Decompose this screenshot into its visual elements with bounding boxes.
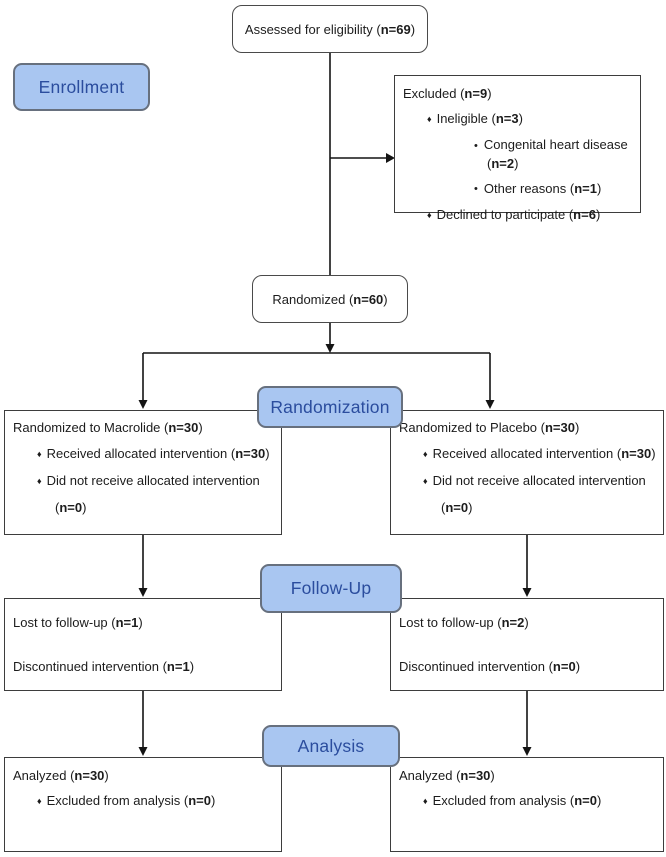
text-line: Randomized to Macrolide (n=30) (13, 420, 203, 435)
arm-placebo-box: Randomized to Placebo (n=30) ♦Received al… (390, 410, 664, 535)
arm-macrolide-box: Randomized to Macrolide (n=30) ♦Received … (4, 410, 282, 535)
circle-bullet-icon: • (474, 183, 478, 195)
bulleted-line: ♦Excluded from analysis (n=0) (37, 793, 216, 808)
bulleted-line: •Congenital heart disease (n=2) (474, 137, 628, 171)
diamond-bullet-icon: ♦ (423, 796, 428, 806)
assessed-for-eligibility-box: Assessed for eligibility (n=69) (232, 5, 428, 53)
bulleted-line: ♦Did not receive allocated intervention (423, 473, 646, 488)
stage-label-analysis: Analysis (262, 725, 400, 767)
box-text: Assessed for eligibility (n=69) (244, 21, 416, 37)
text-line: Discontinued intervention (n=0) (399, 659, 581, 674)
arrowhead-arm-left (138, 400, 148, 409)
bulleted-line: ♦Received allocated intervention (n=30) (37, 446, 270, 461)
stage-label-follow-up: Follow-Up (260, 564, 402, 613)
diamond-bullet-icon: ♦ (37, 796, 42, 806)
bulleted-line: ♦Ineligible (n=3) (427, 111, 523, 126)
analysis-placebo-box: Analyzed (n=30) ♦Excluded from analysis (… (390, 757, 664, 852)
text-line: (n=0) (441, 500, 473, 515)
text-line: Analyzed (n=30) (399, 768, 495, 783)
arrowhead-split (325, 344, 335, 353)
bulleted-line: ♦Excluded from analysis (n=0) (423, 793, 602, 808)
arrowhead-fu-left (138, 588, 148, 597)
stage-label-randomization: Randomization (257, 386, 403, 428)
arrowhead-fu-right (522, 588, 532, 597)
diamond-bullet-icon: ♦ (37, 449, 42, 459)
diamond-bullet-icon: ♦ (427, 114, 432, 124)
analysis-macrolide-box: Analyzed (n=30) ♦Excluded from analysis (… (4, 757, 282, 852)
circle-bullet-icon: • (474, 139, 478, 152)
arrowhead-excluded (386, 153, 395, 163)
arrowhead-an-left (138, 747, 148, 756)
text-line: Lost to follow-up (n=1) (13, 615, 143, 630)
text-line: Discontinued intervention (n=1) (13, 659, 195, 674)
diamond-bullet-icon: ♦ (427, 210, 432, 220)
follow-up-macrolide-box: Lost to follow-up (n=1) Discontinued inte… (4, 598, 282, 691)
bulleted-line: ♦Received allocated intervention (n=30) (423, 446, 656, 461)
arrowhead-arm-right (485, 400, 495, 409)
arrowhead-an-right (522, 747, 532, 756)
text-line: Excluded (n=9) (403, 86, 492, 101)
excluded-box: Excluded (n=9) ♦Ineligible (n=3) •Congenit… (394, 75, 641, 222)
follow-up-placebo-box: Lost to follow-up (n=2) Discontinued inte… (390, 598, 664, 691)
bulleted-line: ♦Did not receive allocated intervention (37, 473, 260, 488)
text-line: (n=0) (55, 500, 87, 515)
text-line: Analyzed (n=30) (13, 768, 109, 783)
box-text: Randomized (n=60) (272, 291, 388, 307)
randomized-box: Randomized (n=60) (252, 275, 408, 323)
bulleted-line: ♦Declined to participate (n=6) (427, 207, 601, 222)
text-line: Lost to follow-up (n=2) (399, 615, 529, 630)
diamond-bullet-icon: ♦ (423, 449, 428, 459)
bulleted-line: •Other reasons (n=1) (474, 180, 602, 196)
diamond-bullet-icon: ♦ (423, 476, 428, 486)
stage-label-enrollment: Enrollment (13, 63, 150, 111)
text-line: Randomized to Placebo (n=30) (399, 420, 580, 435)
diamond-bullet-icon: ♦ (37, 476, 42, 486)
